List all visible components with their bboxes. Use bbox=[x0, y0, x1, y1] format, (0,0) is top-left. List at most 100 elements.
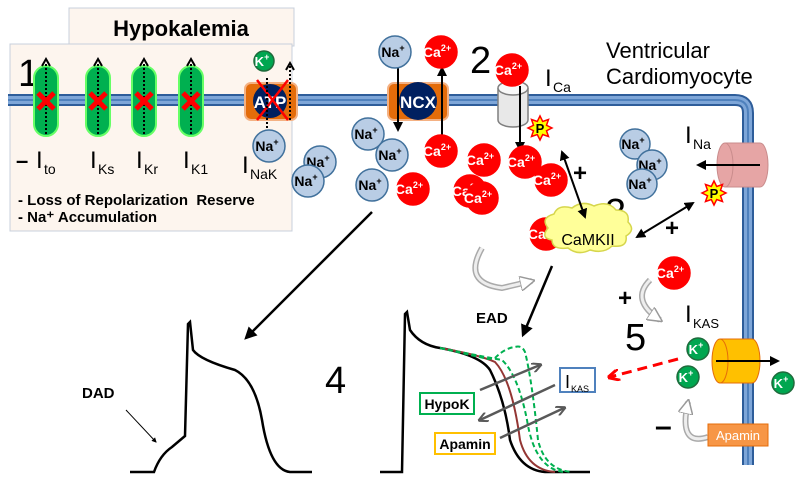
block-x-icon bbox=[181, 91, 201, 111]
apamin-box: Apamin bbox=[707, 423, 769, 447]
current-subscript: Na bbox=[693, 136, 711, 152]
current-symbol: I bbox=[545, 65, 552, 92]
apamin-ap-box: Apamin bbox=[434, 432, 496, 455]
calcium-ion: Ca2+ bbox=[423, 134, 458, 168]
calcium-ion: Ca2+ bbox=[507, 145, 542, 179]
apamin-box-label: Apamin bbox=[716, 428, 760, 443]
ead-action-potentials: EAD HypoK Apamin I KAS bbox=[380, 309, 596, 474]
dad-action-potential: DAD bbox=[82, 319, 312, 474]
na-k-atpase-pump: ATP bbox=[244, 60, 298, 141]
step-5-label: 5 bbox=[625, 317, 646, 359]
calcium-ion: Ca2+ bbox=[494, 53, 529, 87]
svg-text:Na+: Na+ bbox=[628, 175, 651, 192]
svg-text:Na+: Na+ bbox=[255, 137, 278, 154]
pump-label-inak: I NaK bbox=[242, 152, 278, 182]
block-x-icon bbox=[36, 91, 56, 111]
svg-text:Na+: Na+ bbox=[378, 146, 401, 163]
potassium-ion: K+ bbox=[253, 50, 275, 72]
ikas-box: I KAS bbox=[559, 367, 596, 394]
ead-trace bbox=[439, 345, 573, 473]
cell-membrane bbox=[8, 94, 754, 465]
hypok-prolonged-trace bbox=[439, 347, 566, 473]
interaction-arrows bbox=[244, 150, 709, 442]
current-subscript: K1 bbox=[191, 161, 208, 177]
current-symbol: I bbox=[183, 147, 190, 174]
apamin-ap-label: Apamin bbox=[439, 436, 490, 452]
channel-label-ik1: I K1 bbox=[183, 147, 208, 177]
block-x-icon bbox=[134, 91, 154, 111]
svg-text:Na+: Na+ bbox=[381, 43, 404, 60]
ina-camkii-arrow bbox=[635, 201, 695, 239]
potassium-ion: K+ bbox=[686, 337, 710, 361]
bullet-loss-repolarization: - Loss of Repolarization Reserve bbox=[18, 192, 255, 209]
dad-pointer-arrow bbox=[125, 409, 157, 443]
hypokalemia-title: Hypokalemia bbox=[113, 16, 249, 41]
current-subscript: Ks bbox=[98, 161, 114, 177]
cell-label-line2: Cardiomyocyte bbox=[606, 64, 753, 89]
minus-sign-apamin: – bbox=[655, 410, 672, 443]
baseline-trace bbox=[380, 309, 590, 474]
ncx-label: NCX bbox=[400, 93, 437, 112]
l-type-calcium-channel bbox=[497, 80, 529, 152]
to-ead-arrow bbox=[521, 265, 554, 338]
k-channel bbox=[33, 56, 59, 137]
ncx-exchanger: NCX bbox=[387, 63, 449, 136]
potassium-ion: K+ bbox=[676, 365, 700, 389]
svg-text:Na+: Na+ bbox=[358, 176, 381, 193]
k-channel bbox=[131, 56, 157, 137]
current-symbol: I bbox=[136, 147, 143, 174]
current-symbol: I bbox=[685, 122, 692, 149]
potassium-channels bbox=[33, 56, 204, 137]
calcium-ion: Ca2+ bbox=[423, 35, 458, 69]
current-symbol: I bbox=[90, 147, 97, 174]
minus-sign: – bbox=[16, 148, 28, 173]
ikas-feedback-arrow bbox=[610, 357, 679, 377]
calcium-ion: Ca2+ bbox=[464, 181, 499, 215]
k-channel bbox=[178, 56, 204, 137]
k-channel bbox=[85, 56, 111, 137]
sodium-ion: Na+ bbox=[626, 168, 658, 200]
sodium-ion: Na+ bbox=[619, 128, 651, 160]
sodium-ion: Na+ bbox=[252, 129, 286, 163]
sodium-ion: Na+ bbox=[351, 117, 385, 151]
current-subscript: KAS bbox=[693, 316, 719, 331]
current-symbol: I bbox=[685, 301, 692, 328]
channel-label-iks: I Ks bbox=[90, 147, 114, 177]
calcium-ion: Ca2+ bbox=[395, 172, 430, 206]
phosphorylation-star-icon: P bbox=[700, 179, 728, 207]
sk-channel-ikas bbox=[711, 338, 780, 384]
plus-sign-ica: + bbox=[573, 160, 587, 187]
ica-label: I Ca bbox=[545, 65, 571, 95]
ikas-label: I KAS bbox=[685, 301, 719, 331]
phosphorylation-markers: PP bbox=[526, 114, 728, 207]
phospho-label: P bbox=[710, 186, 719, 201]
bullet-na-accumulation: - Na⁺ Accumulation bbox=[18, 209, 157, 226]
hypok-label: HypoK bbox=[424, 396, 469, 412]
cell-label-line1: Ventricular bbox=[606, 38, 710, 63]
sodium-ion: Na+ bbox=[375, 138, 409, 172]
step-4-label: 4 bbox=[325, 360, 346, 402]
plus-sign-ina: + bbox=[665, 215, 679, 242]
ead-label: EAD bbox=[476, 310, 508, 327]
hypokalemia-title-box: Hypokalemia bbox=[68, 7, 295, 47]
camkii-label: CaMKII bbox=[561, 232, 614, 249]
phospho-label: P bbox=[536, 121, 545, 136]
current-subscript: Kr bbox=[144, 161, 158, 177]
step-2-label: 2 bbox=[470, 40, 491, 82]
current-symbol: I bbox=[242, 152, 249, 179]
current-symbol: I bbox=[565, 372, 570, 392]
sodium-ion: Na+ bbox=[355, 168, 389, 202]
ina-label: I Na bbox=[685, 122, 711, 152]
plus-sign-ca-ikas: + bbox=[618, 285, 632, 312]
hypok-box: HypoK bbox=[419, 392, 475, 415]
current-subscript: to bbox=[44, 161, 56, 177]
svg-text:Na+: Na+ bbox=[621, 135, 644, 152]
ion-group: Na+Na+Na+Na+Na+Na+Na+Na+Na+Na+Ca2+Ca2+Ca… bbox=[252, 35, 795, 395]
potassium-ion: K+ bbox=[771, 371, 795, 395]
phosphorylation-star-icon: P bbox=[526, 114, 554, 142]
current-subscript: Ca bbox=[553, 79, 571, 95]
svg-text:Na+: Na+ bbox=[354, 125, 377, 142]
camkii-cloud: CaMKII bbox=[544, 202, 633, 254]
sodium-channel bbox=[696, 142, 769, 188]
